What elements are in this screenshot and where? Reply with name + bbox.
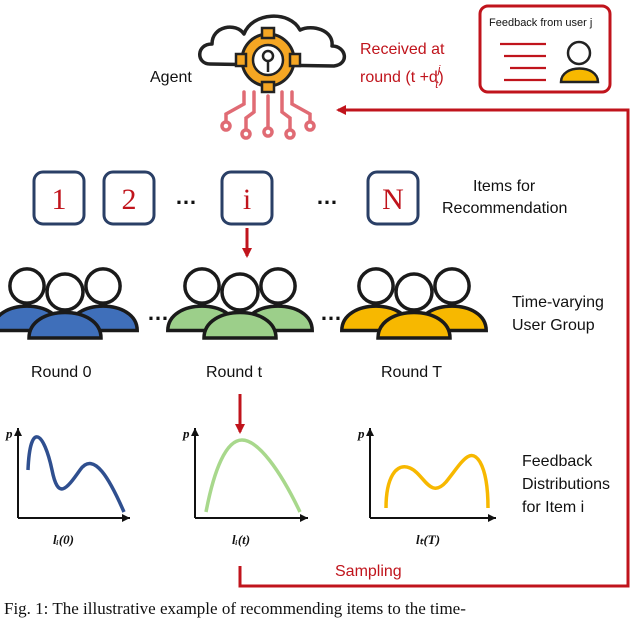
circuit-icon — [220, 90, 316, 140]
distribution-label-line3: for Item i — [522, 499, 584, 516]
distribution-plot-t: p lᵢ(t) — [182, 426, 308, 547]
users-ellipsis-1: … — [147, 300, 169, 325]
received-sup: j — [436, 64, 441, 76]
user-group-round-0 — [0, 267, 139, 340]
item-box-i-label: i — [243, 183, 251, 216]
gear-icon — [234, 26, 302, 94]
received-close: ) — [438, 69, 443, 86]
distribution-label-line1: Feedback — [522, 453, 593, 470]
feedback-card-title: Feedback from user j — [489, 17, 592, 29]
received-line2-main: round (t +d — [360, 69, 438, 86]
item-box-N-label: N — [382, 183, 404, 216]
item-box-2-label: 2 — [122, 183, 137, 216]
items-label-line2: Recommendation — [442, 200, 567, 217]
round-t-label: Round t — [206, 364, 263, 381]
plot-0-y-label: p — [5, 426, 13, 441]
round-T-label: Round T — [381, 364, 442, 381]
item-box-i: i — [220, 170, 274, 226]
plot-t-x-label: lᵢ(t) — [232, 532, 250, 547]
item-box-N: N — [366, 170, 420, 226]
user-group-label-line1: Time-varying — [512, 294, 604, 311]
user-person-icon — [27, 272, 103, 340]
item-box-1-label: 1 — [52, 183, 67, 216]
users-ellipsis-2: … — [320, 300, 342, 325]
distribution-plot-T: p lₜ(T) — [357, 426, 496, 547]
distribution-curve-0 — [26, 435, 126, 513]
items-ellipsis-2: … — [316, 184, 338, 209]
received-sub: t — [435, 79, 439, 91]
item-box-1: 1 — [32, 170, 86, 226]
plot-T-x-label: lₜ(T) — [416, 532, 440, 547]
plot-0-x-label: lᵢ(0) — [53, 532, 74, 547]
received-line1: Received at — [360, 41, 445, 58]
item-box-2: 2 — [102, 170, 156, 226]
round-0-label: Round 0 — [31, 364, 92, 381]
feedback-card: Feedback from user j — [478, 4, 612, 94]
items-ellipsis-1: … — [175, 184, 197, 209]
document-lines-icon — [500, 42, 546, 82]
plot-t-y-label: p — [182, 426, 190, 441]
user-group-round-T — [340, 267, 488, 340]
plot-T-y-label: p — [357, 426, 365, 441]
user-person-icon — [376, 272, 452, 340]
agent-label: Agent — [150, 69, 192, 86]
distribution-curve-t — [204, 438, 302, 513]
distribution-plot-0: p lᵢ(0) — [5, 426, 130, 547]
feedback-loop-arrow — [238, 105, 630, 588]
sampling-label: Sampling — [335, 563, 402, 580]
user-icon — [559, 40, 600, 84]
distribution-label-line2: Distributions — [522, 476, 610, 493]
user-person-icon — [202, 272, 278, 340]
user-group-label-line2: User Group — [512, 317, 595, 334]
figure-caption: Fig. 1: The illustrative example of reco… — [4, 599, 466, 618]
agent-icon — [198, 14, 346, 140]
user-group-round-t — [166, 267, 314, 340]
distribution-curve-T — [384, 453, 490, 509]
items-label-line1: Items for — [473, 178, 536, 195]
